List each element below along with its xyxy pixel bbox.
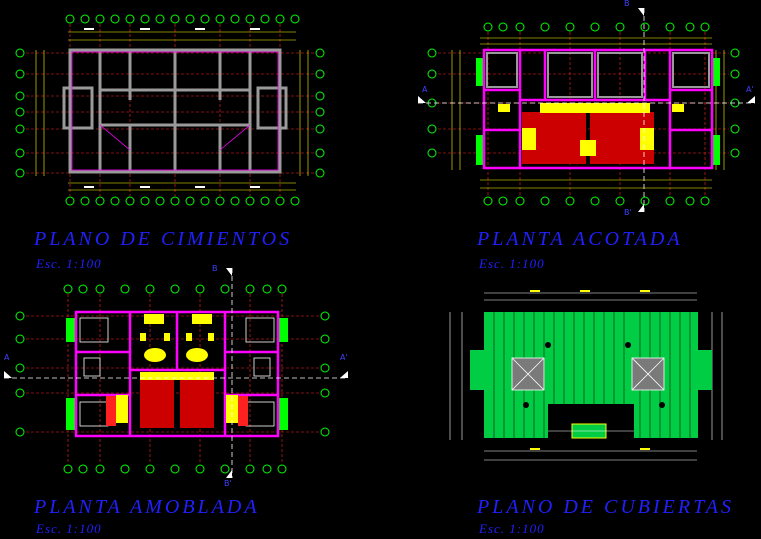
scale-planta-amoblada: Esc. 1:100 xyxy=(36,521,102,536)
foundation-inner xyxy=(71,51,279,171)
section-mark-a: A xyxy=(4,353,10,362)
living-hatch xyxy=(498,103,684,164)
axis-bubbles-bottom xyxy=(63,464,287,474)
plan-cubiertas xyxy=(449,290,723,461)
title-planta-acotada: PLANTA ACOTADA xyxy=(477,228,683,250)
section-line-b xyxy=(418,8,755,212)
axis-bubbles-bottom xyxy=(65,196,300,206)
section-mark-b2: B' xyxy=(224,479,232,488)
section-line xyxy=(4,268,348,478)
wing-blocks xyxy=(476,58,720,165)
axis-bubbles-left xyxy=(15,48,325,178)
plan-cimientos xyxy=(15,14,325,206)
section-mark-a2: A' xyxy=(340,353,348,362)
foundation-walls xyxy=(62,48,288,174)
axis-bubbles-sides xyxy=(15,311,330,437)
roof-drains xyxy=(523,342,665,408)
dim-ticks xyxy=(530,290,650,450)
kitchen-hatch xyxy=(106,372,248,428)
title-plano-cimientos: PLANO DE CIMIENTOS xyxy=(34,228,293,250)
plan-acotada: A A' B B' xyxy=(418,0,755,217)
section-mark-b2: B' xyxy=(624,208,632,217)
grey-walls xyxy=(486,52,710,98)
section-mark-a2: A' xyxy=(746,85,754,94)
axis-bubbles-top xyxy=(483,22,710,32)
scale-planta-acotada: Esc. 1:100 xyxy=(479,256,545,271)
dimension-lines xyxy=(35,31,309,191)
axis-bubbles-top xyxy=(63,284,287,294)
wing-blocks xyxy=(66,318,288,430)
roof-skylights xyxy=(511,357,665,391)
axis-bubbles-bottom xyxy=(483,196,710,206)
dimension-lines xyxy=(449,292,723,461)
dim-ticks xyxy=(84,28,260,188)
dimension-lines xyxy=(451,37,725,189)
furniture-yellow xyxy=(116,314,238,423)
scale-plano-cimientos: Esc. 1:100 xyxy=(36,256,102,271)
roof-center-box xyxy=(548,423,634,439)
title-planta-amoblada: PLANTA AMOBLADA xyxy=(34,496,260,518)
scale-plano-cubiertas: Esc. 1:100 xyxy=(479,521,545,536)
section-arrows xyxy=(4,268,348,478)
title-plano-cubiertas: PLANO DE CUBIERTAS xyxy=(477,496,734,518)
plan-amoblada: A A' B B' xyxy=(4,264,348,488)
section-mark-b: B xyxy=(624,0,630,8)
section-arrows xyxy=(418,8,755,212)
axis-bubbles-top xyxy=(65,14,300,24)
section-mark-a: A xyxy=(422,85,428,94)
section-mark-b: B xyxy=(212,264,218,273)
walls xyxy=(482,48,714,170)
roof-slabs xyxy=(470,312,712,438)
furniture xyxy=(79,317,275,427)
